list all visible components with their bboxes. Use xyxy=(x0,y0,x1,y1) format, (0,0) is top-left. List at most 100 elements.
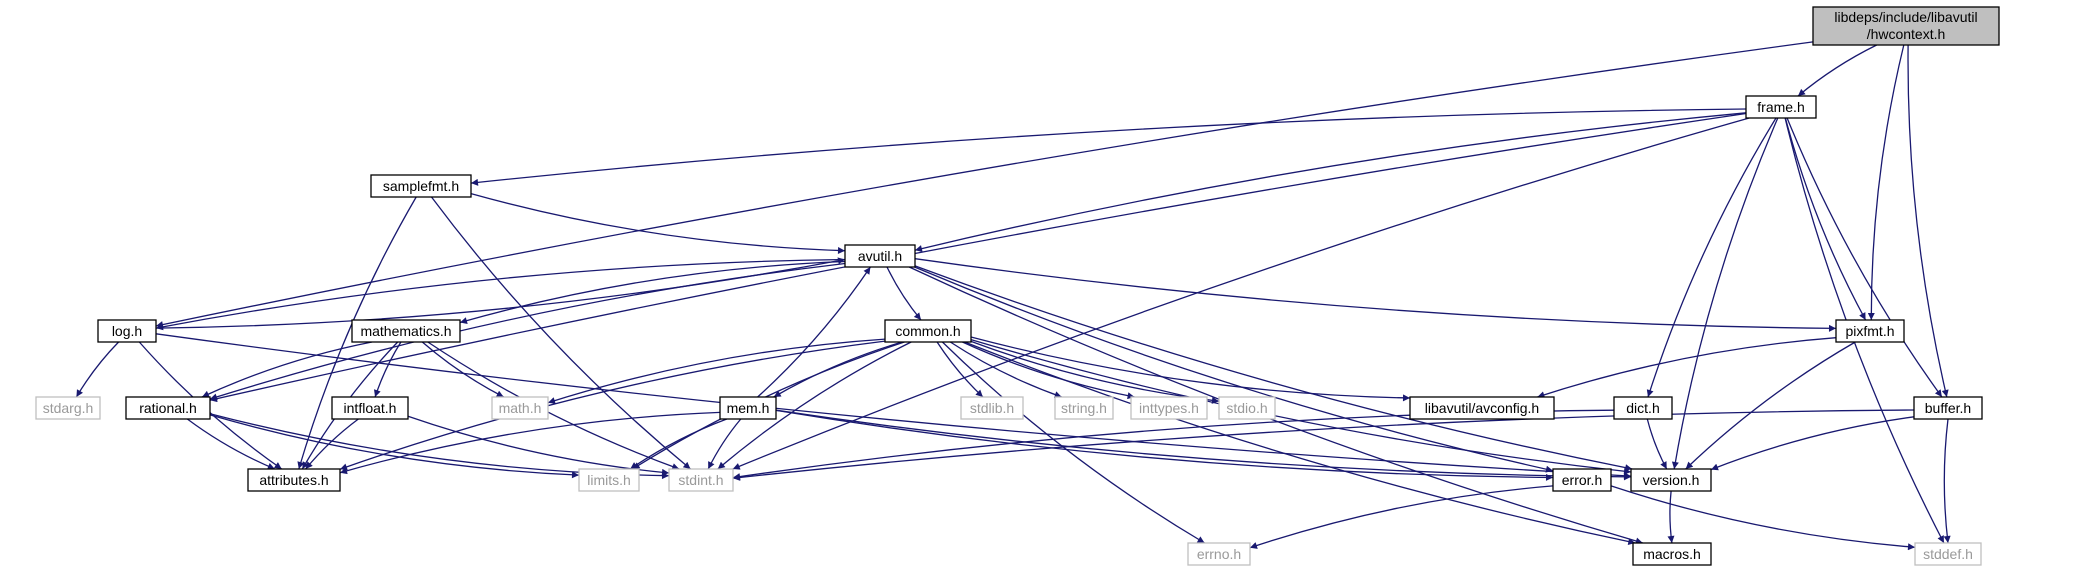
node-mem-label: mem.h xyxy=(727,400,770,416)
node-stdio-box xyxy=(1218,396,1276,420)
edge-mathematics-to-rational xyxy=(201,341,373,398)
edge-hwcontext-to-buffer xyxy=(1907,44,1949,398)
node-buffer-box xyxy=(1913,396,1983,420)
edge-log-to-stdarg xyxy=(75,341,120,398)
node-limits-label: limits.h xyxy=(587,472,631,488)
node-dict[interactable]: dict.h xyxy=(1613,396,1673,420)
node-mem-box xyxy=(719,396,777,420)
node-common-box xyxy=(884,319,972,343)
node-hwcontext-box xyxy=(1812,6,2000,46)
node-math-box xyxy=(491,396,549,420)
node-intfloat-box xyxy=(331,396,409,420)
node-avutil-box xyxy=(844,244,916,268)
edge-mathematics-to-math xyxy=(421,341,504,398)
edge-avutil-to-pixfmt xyxy=(914,258,1837,332)
edge-version-to-macros xyxy=(1667,490,1675,544)
node-log-label: log.h xyxy=(112,323,142,339)
edge-frame-to-avutil xyxy=(914,112,1747,252)
node-common[interactable]: common.h xyxy=(884,319,972,343)
edge-frame-to-dict xyxy=(1646,117,1777,398)
node-attributes-label: attributes.h xyxy=(259,472,328,488)
node-samplefmt-label: samplefmt.h xyxy=(383,178,459,194)
node-dict-box xyxy=(1613,396,1673,420)
node-avconfig-box xyxy=(1409,396,1555,420)
node-intfloat[interactable]: intfloat.h xyxy=(331,396,409,420)
edge-avutil-to-version xyxy=(914,265,1633,472)
edge-common-to-stdlib xyxy=(936,341,984,398)
node-frame[interactable]: frame.h xyxy=(1745,95,1817,119)
edge-mathematics-to-stdint xyxy=(427,341,680,470)
edge-avutil-to-log xyxy=(155,258,846,331)
edge-mem-to-stdint xyxy=(707,418,742,470)
edge-samplefmt-to-stdint xyxy=(430,196,691,470)
edge-log-to-avutil xyxy=(155,257,846,329)
edge-pixfmt-to-avconfig xyxy=(1537,337,1837,399)
edge-mem-to-limits xyxy=(629,418,728,470)
node-error[interactable]: error.h xyxy=(1552,468,1612,492)
edge-common-to-inttypes xyxy=(962,341,1135,400)
edge-samplefmt-to-attributes xyxy=(297,196,417,470)
node-mathematics[interactable]: mathematics.h xyxy=(351,319,461,343)
node-stddef-label: stddef.h xyxy=(1923,546,1973,562)
node-pixfmt-label: pixfmt.h xyxy=(1845,323,1894,339)
edge-mem-to-avutil xyxy=(757,266,871,398)
edge-error-to-stddef xyxy=(1610,485,1916,551)
node-attributes-box xyxy=(247,468,341,492)
edge-common-to-mem xyxy=(773,341,903,398)
node-mem[interactable]: mem.h xyxy=(719,396,777,420)
node-stdlib-label: stdlib.h xyxy=(970,400,1014,416)
edge-common-to-macros xyxy=(964,341,1636,545)
node-avconfig[interactable]: libavutil/avconfig.h xyxy=(1409,396,1555,420)
edge-common-to-stdint xyxy=(717,341,912,470)
node-pixfmt[interactable]: pixfmt.h xyxy=(1835,319,1905,343)
edge-mem-to-version xyxy=(775,409,1632,481)
edge-frame-to-version xyxy=(1671,117,1779,470)
node-string-box xyxy=(1054,396,1114,420)
edge-rational-to-attributes xyxy=(186,418,276,470)
edge-common-to-avconfig xyxy=(970,336,1411,402)
node-limits: limits.h xyxy=(578,468,640,492)
edge-hwcontext-to-pixfmt xyxy=(1867,44,1905,321)
node-version[interactable]: version.h xyxy=(1630,468,1712,492)
node-buffer[interactable]: buffer.h xyxy=(1913,396,1983,420)
node-inttypes-label: inttypes.h xyxy=(1139,400,1199,416)
edge-log-to-version xyxy=(155,333,1632,480)
edge-common-to-math xyxy=(547,338,886,404)
node-inttypes-box xyxy=(1130,396,1208,420)
node-limits-box xyxy=(578,468,640,492)
edge-samplefmt-to-avutil xyxy=(470,192,846,254)
node-stdio: stdio.h xyxy=(1218,396,1276,420)
node-frame-box xyxy=(1745,95,1817,119)
edge-rational-to-limits xyxy=(209,414,580,479)
edge-hwcontext-to-frame xyxy=(1797,44,1877,97)
node-inttypes: inttypes.h xyxy=(1130,396,1208,420)
node-stdarg-label: stdarg.h xyxy=(43,400,94,416)
node-stddef-box xyxy=(1914,542,1982,566)
node-macros[interactable]: macros.h xyxy=(1632,542,1712,566)
edge-frame-to-samplefmt xyxy=(470,108,1747,186)
node-intfloat-label: intfloat.h xyxy=(344,400,397,416)
edge-mem-to-attributes xyxy=(339,411,721,475)
node-common-label: common.h xyxy=(895,323,960,339)
node-version-box xyxy=(1630,468,1712,492)
edge-mem-to-error xyxy=(775,409,1554,481)
edge-intfloat-to-attributes xyxy=(305,418,359,470)
edge-avutil-to-common xyxy=(886,266,922,321)
node-log[interactable]: log.h xyxy=(97,319,157,343)
node-mathematics-label: mathematics.h xyxy=(360,323,451,339)
node-rational[interactable]: rational.h xyxy=(125,396,211,420)
node-stdint: stdint.h xyxy=(668,468,734,492)
node-stdint-box xyxy=(668,468,734,492)
node-log-box xyxy=(97,319,157,343)
node-errno-box xyxy=(1187,542,1251,566)
edge-frame-to-pixfmt xyxy=(1784,117,1867,321)
node-attributes[interactable]: attributes.h xyxy=(247,468,341,492)
edge-common-to-errno xyxy=(941,341,1205,544)
node-dict-label: dict.h xyxy=(1626,400,1659,416)
edge-mathematics-to-intfloat xyxy=(373,341,402,398)
edge-error-to-errno xyxy=(1249,485,1554,549)
node-hwcontext: libdeps/include/libavutil/hwcontext.h xyxy=(1812,6,2000,46)
node-samplefmt[interactable]: samplefmt.h xyxy=(370,174,472,198)
node-avutil[interactable]: avutil.h xyxy=(844,244,916,268)
edge-buffer-to-stddef xyxy=(1943,418,1951,544)
